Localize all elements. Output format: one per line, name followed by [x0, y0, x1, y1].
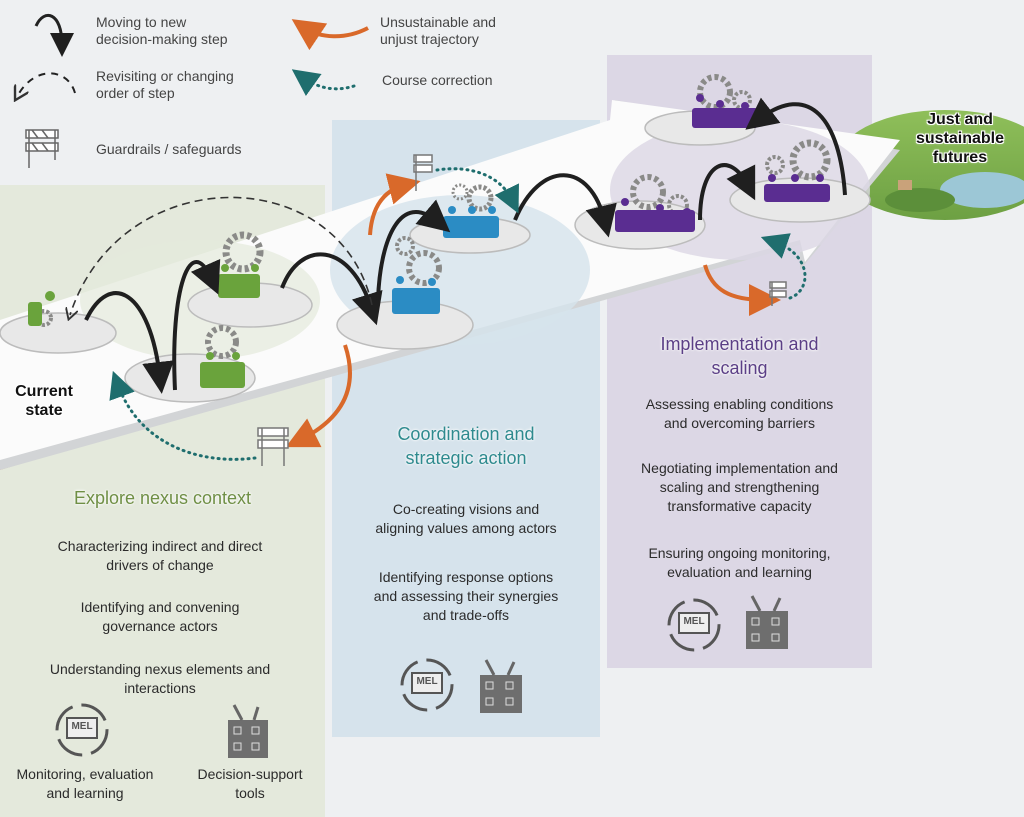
caption-line: Decision-support	[197, 766, 303, 782]
mel-label: MEL	[683, 616, 705, 627]
legend-icons	[18, 14, 369, 168]
stage-item: Characterizing indirect and direct drive…	[10, 537, 310, 575]
legend-label: Course correction	[382, 72, 493, 88]
item-line: Identifying and convening	[80, 599, 240, 615]
item-line: transformative capacity	[667, 498, 812, 514]
title-line: strategic action	[405, 448, 527, 468]
item-line: governance actors	[102, 618, 218, 634]
legend-item-new-step: Moving to new decision-making step	[96, 14, 228, 48]
decision-support-caption: Decision-support tools	[180, 765, 320, 803]
stage-item: Ensuring ongoing monitoring, evaluation …	[607, 544, 872, 582]
item-line: aligning values among actors	[375, 520, 557, 536]
unsustainable-trajectories	[285, 173, 781, 448]
course-corrections	[109, 167, 807, 461]
current-state-label: Current state	[2, 382, 86, 420]
label-line: state	[25, 402, 63, 419]
toolbox-icon	[228, 704, 268, 758]
item-line: scaling and strengthening	[659, 479, 820, 495]
item-line: Ensuring ongoing monitoring,	[648, 545, 831, 561]
stage-item: Identifying and convening governance act…	[10, 598, 310, 636]
stage-item: Assessing enabling conditions and overco…	[607, 395, 872, 433]
item-line: and overcoming barriers	[664, 415, 815, 431]
item-line: Assessing enabling conditions	[645, 396, 834, 412]
gear-icons	[35, 74, 831, 359]
stage-item: Co-creating visions and aligning values …	[332, 500, 600, 538]
dotted-arrow-icon	[291, 69, 356, 96]
title-line: Explore nexus context	[73, 488, 252, 508]
mel-label: MEL	[416, 676, 438, 687]
curved-solid-arrow-icon	[34, 14, 74, 57]
mel-icon	[667, 598, 721, 652]
item-line: evaluation and learning	[667, 564, 812, 580]
item-line: drivers of change	[106, 557, 214, 573]
legend-label: decision-making step	[96, 31, 228, 47]
mel-icon	[400, 658, 454, 712]
step-arrows	[84, 97, 847, 394]
legend-label: Revisiting or changing	[96, 68, 234, 84]
guardrail-icons	[257, 154, 787, 466]
toolbox-icon	[746, 595, 788, 649]
title-line: Implementation and	[660, 334, 819, 354]
title-line: scaling	[711, 358, 768, 378]
legend-item-guardrails: Guardrails / safeguards	[96, 141, 242, 158]
item-line: Identifying response options	[378, 569, 554, 585]
mel-label: MEL	[71, 721, 93, 732]
item-line: and trade-offs	[422, 607, 510, 623]
item-line: Characterizing indirect and direct	[57, 538, 263, 554]
mel-caption: Monitoring, evaluation and learning	[5, 765, 165, 803]
caption-line: tools	[235, 785, 265, 801]
orange-arrow-icon	[291, 19, 369, 51]
legend-label: Unsustainable and	[380, 14, 496, 30]
caption-line: Monitoring, evaluation	[16, 766, 154, 782]
legend-label: order of step	[96, 85, 175, 101]
legend-label: Guardrails / safeguards	[96, 141, 242, 157]
stage-item: Identifying response options and assessi…	[332, 568, 600, 625]
item-line: Negotiating implementation and	[641, 460, 838, 476]
toolbox-icon	[480, 659, 522, 713]
item-line: and assessing their synergies	[373, 588, 559, 604]
legend-item-unsustainable: Unsustainable and unjust trajectory	[380, 14, 496, 48]
stage-title-implementation: Implementation and scaling	[607, 332, 872, 380]
caption-line: and learning	[46, 785, 124, 801]
stage-title-explore: Explore nexus context	[20, 486, 305, 510]
label-line: Just and	[927, 111, 993, 128]
item-line: Co-creating visions and	[392, 501, 540, 517]
stage-item: Understanding nexus elements and interac…	[10, 660, 310, 698]
sustainable-futures-landscape	[835, 110, 1024, 220]
title-line: Coordination and	[397, 424, 535, 444]
mel-icon	[55, 703, 109, 757]
revisit-arrow	[70, 196, 373, 315]
label-line: Current	[15, 383, 73, 400]
legend-label: unjust trajectory	[380, 31, 479, 47]
dashed-arrow-icon	[18, 72, 76, 95]
legend-label: Moving to new	[96, 14, 187, 30]
legend-item-revisit: Revisiting or changing order of step	[96, 68, 234, 102]
item-line: Understanding nexus elements and	[49, 661, 271, 677]
item-line: interactions	[124, 680, 196, 696]
label-line: futures	[932, 149, 988, 166]
barrier-icon	[25, 129, 59, 168]
stage-item: Negotiating implementation and scaling a…	[607, 459, 872, 516]
tool-icons	[55, 595, 788, 758]
sustainable-futures-label: Just and sustainable futures	[905, 110, 1015, 167]
people-figures	[28, 94, 830, 388]
label-line: sustainable	[915, 130, 1005, 147]
legend-item-course-correction: Course correction	[382, 72, 493, 89]
stage-title-coordination: Coordination and strategic action	[332, 422, 600, 470]
